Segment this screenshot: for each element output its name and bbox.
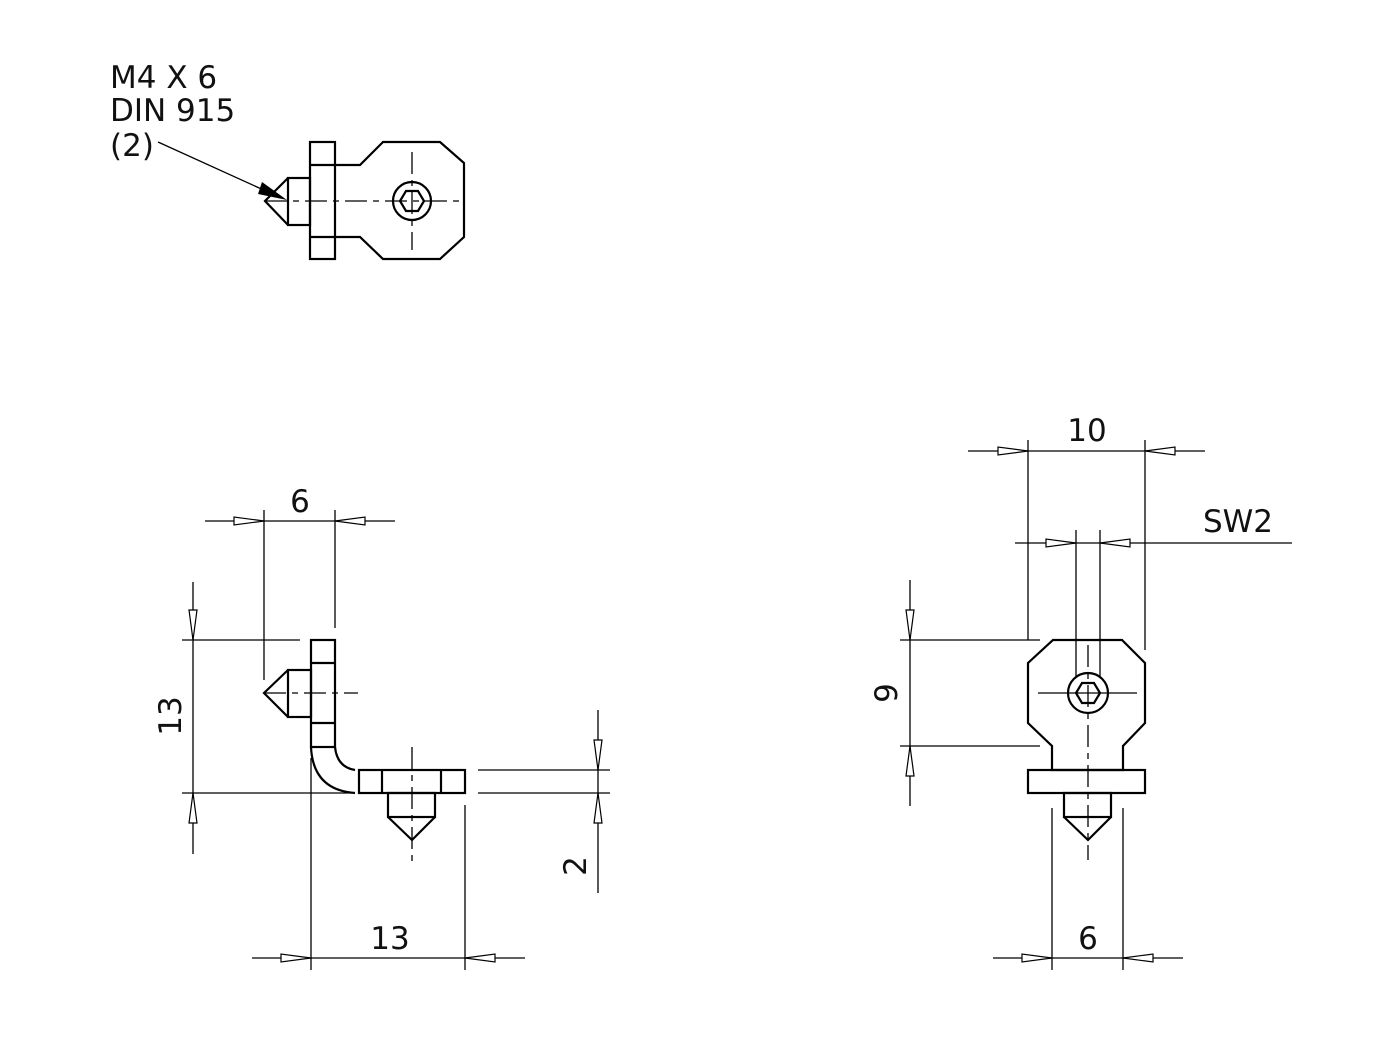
dim-height: 13	[153, 696, 189, 735]
dim-front-width: 10	[1067, 413, 1106, 449]
dim-width: 13	[370, 921, 409, 957]
callout-line-1: M4 X 6	[110, 60, 217, 96]
callout-line-3: (2)	[110, 128, 154, 164]
dim-foot-width: 6	[1078, 921, 1098, 957]
screw-head-circle	[391, 180, 433, 222]
dim-screw-offset: 6	[290, 484, 310, 520]
dim-thickness: 2	[558, 856, 594, 876]
callout-line-2: DIN 915	[110, 93, 235, 129]
top-view: M4 X 6 DIN 915 (2)	[110, 60, 466, 261]
leader-line	[157, 141, 269, 193]
dim-wrench-size: SW2	[1203, 504, 1273, 540]
dim-front-height: 9	[869, 683, 905, 703]
hex-socket-icon	[398, 189, 426, 213]
front-view: 10 SW2 9 6	[869, 413, 1292, 970]
bracket-body	[335, 140, 466, 261]
leader-arrowhead	[258, 182, 287, 200]
side-view: 6 13 13 2	[153, 484, 610, 970]
